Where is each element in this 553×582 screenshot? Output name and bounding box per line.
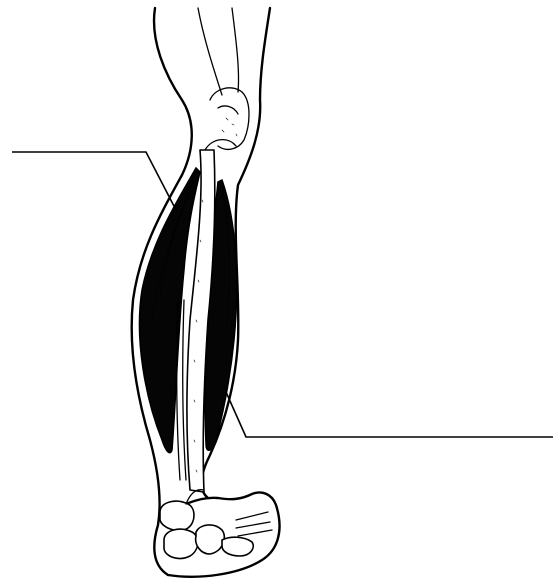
foot	[160, 490, 280, 577]
leader-line-top-left	[12, 152, 176, 210]
label-leaders	[12, 152, 553, 437]
leader-line-bottom-right	[226, 392, 553, 437]
knee-joint	[205, 88, 249, 150]
